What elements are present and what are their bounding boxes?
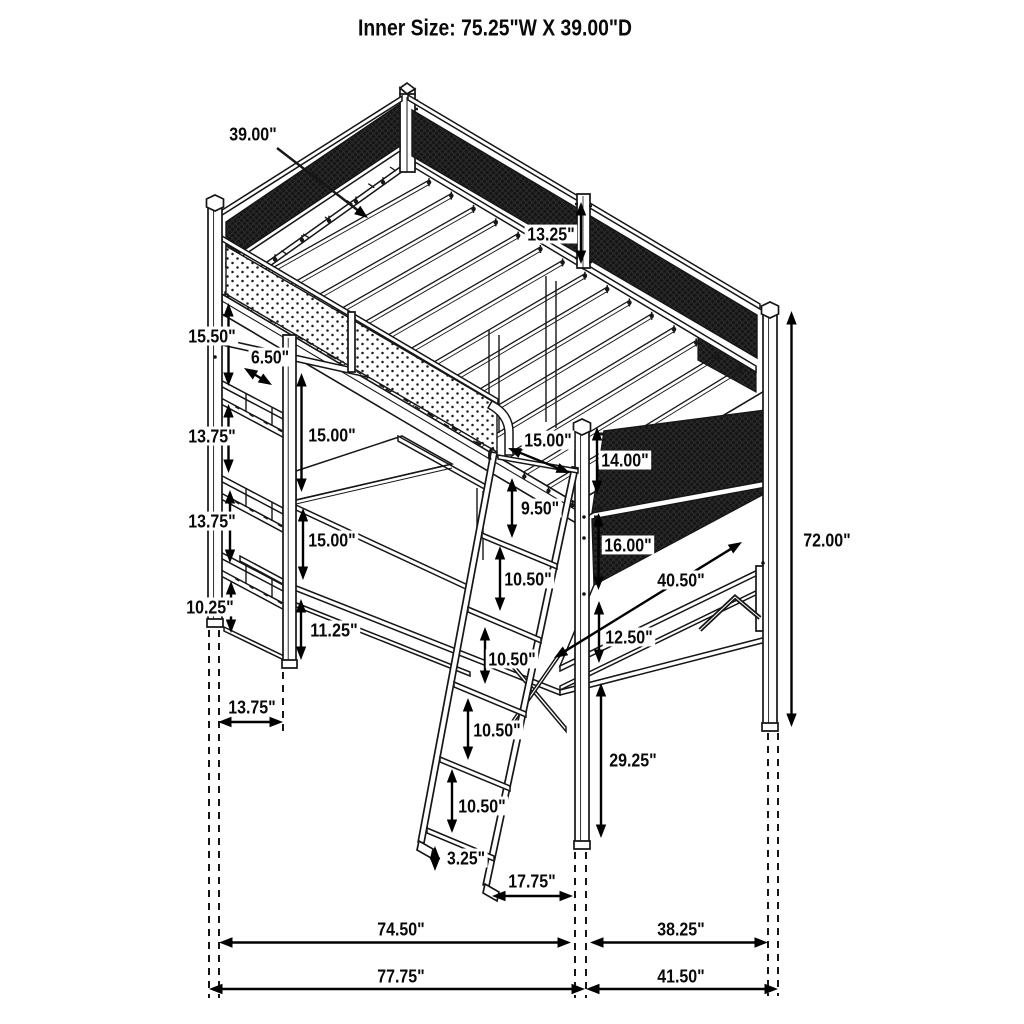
svg-text:16.00": 16.00" bbox=[604, 536, 652, 556]
svg-text:15.00": 15.00" bbox=[308, 426, 356, 446]
svg-text:41.50": 41.50" bbox=[657, 967, 705, 987]
svg-text:17.75": 17.75" bbox=[508, 872, 556, 892]
svg-text:74.50": 74.50" bbox=[377, 920, 425, 940]
svg-text:77.75": 77.75" bbox=[377, 967, 425, 987]
svg-text:13.75": 13.75" bbox=[228, 698, 276, 718]
svg-text:6.50": 6.50" bbox=[251, 348, 289, 368]
svg-text:Inner Size: 75.25"W X 39.00"D: Inner Size: 75.25"W X 39.00"D bbox=[358, 15, 632, 41]
svg-text:11.25": 11.25" bbox=[310, 621, 358, 641]
svg-text:15.00": 15.00" bbox=[308, 531, 356, 551]
svg-text:40.50": 40.50" bbox=[657, 571, 705, 591]
svg-text:12.50": 12.50" bbox=[605, 628, 653, 648]
svg-text:39.00": 39.00" bbox=[229, 125, 277, 145]
svg-text:29.25": 29.25" bbox=[609, 751, 657, 771]
svg-text:15.50": 15.50" bbox=[188, 327, 236, 347]
svg-text:13.25": 13.25" bbox=[527, 225, 575, 245]
svg-text:15.00": 15.00" bbox=[524, 431, 572, 451]
svg-text:9.50": 9.50" bbox=[521, 499, 559, 519]
svg-text:13.75": 13.75" bbox=[188, 512, 236, 532]
svg-text:14.00": 14.00" bbox=[601, 451, 649, 471]
svg-text:10.50": 10.50" bbox=[458, 797, 506, 817]
svg-text:3.25": 3.25" bbox=[447, 849, 485, 869]
svg-text:10.50": 10.50" bbox=[488, 650, 536, 670]
svg-text:13.75": 13.75" bbox=[188, 427, 236, 447]
svg-text:72.00": 72.00" bbox=[803, 531, 851, 551]
svg-text:10.25": 10.25" bbox=[186, 598, 234, 618]
svg-text:10.50": 10.50" bbox=[473, 721, 521, 741]
svg-text:38.25": 38.25" bbox=[657, 920, 705, 940]
svg-text:10.50": 10.50" bbox=[504, 570, 552, 590]
